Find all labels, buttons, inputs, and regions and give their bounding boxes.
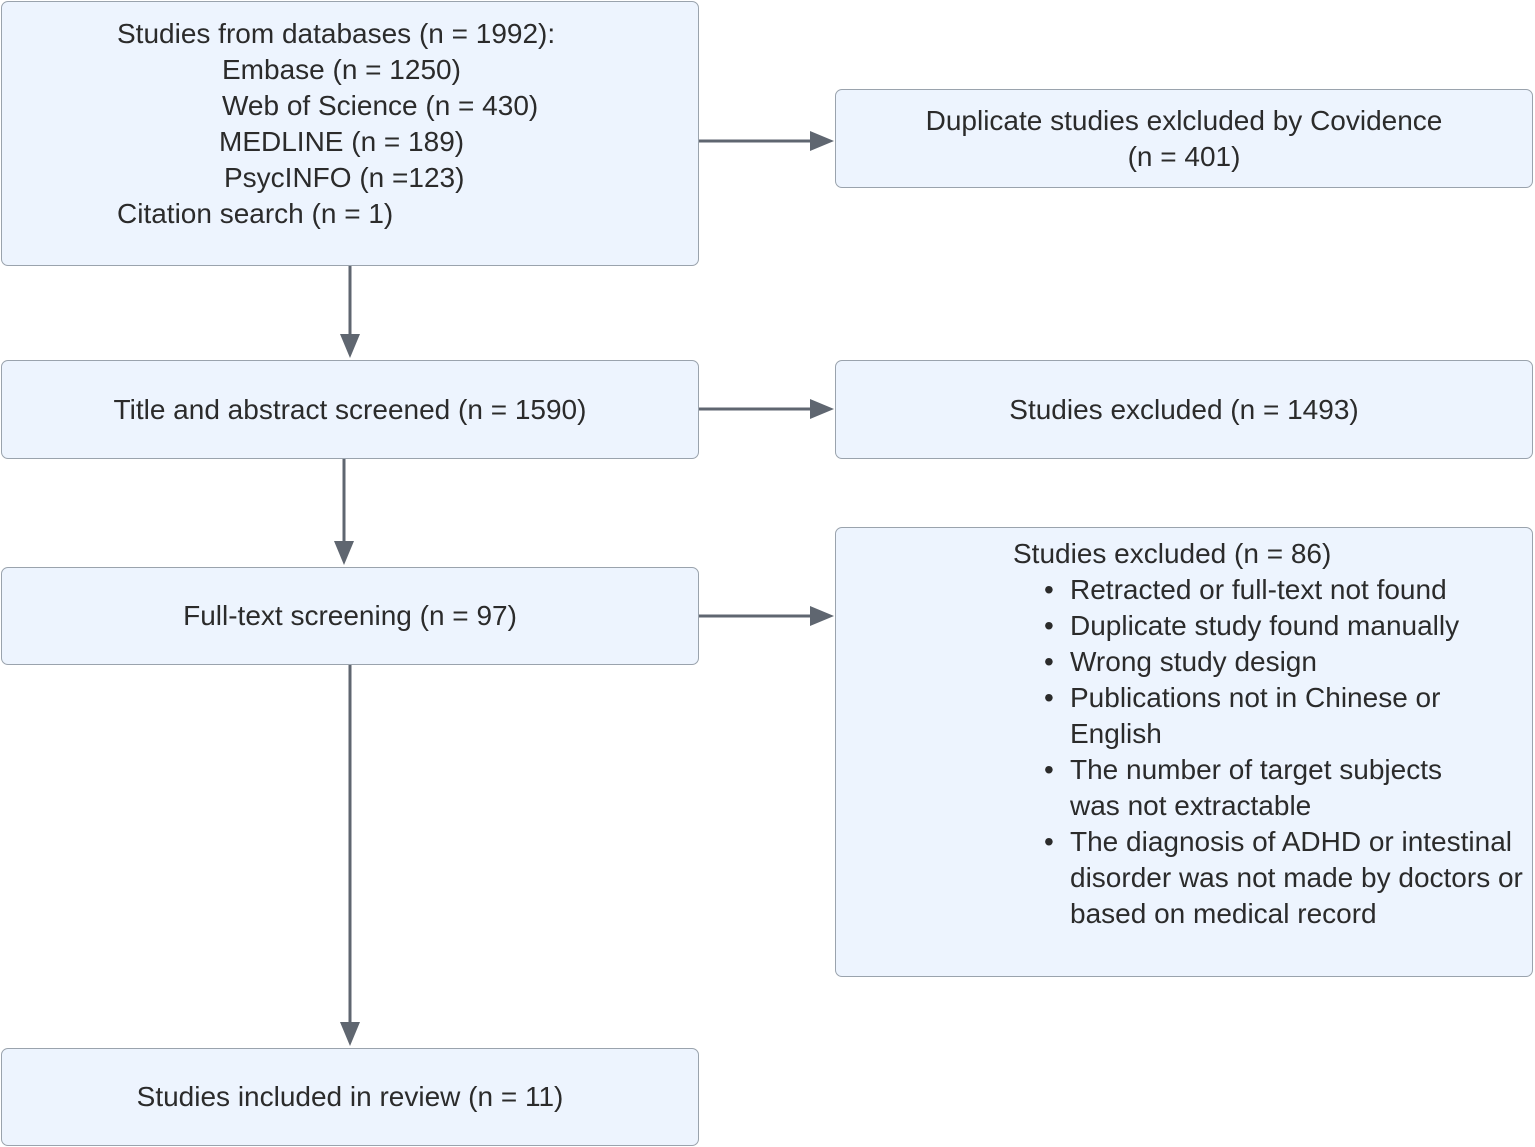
exclusion-reason-text: Duplicate study found manually xyxy=(1070,610,1460,641)
studies-excluded-fulltext-header: Studies excluded (n = 86) xyxy=(1013,538,1332,569)
exclusion-reason-text: Publications not in Chinese or English xyxy=(1070,682,1441,749)
arrow-fulltext-to-excluded xyxy=(699,606,834,626)
exclusion-reason-text: Wrong study design xyxy=(1070,646,1317,677)
database-line-web-of-science: Web of Science (n = 430) xyxy=(222,90,539,121)
duplicates-count: (n = 401) xyxy=(1127,140,1241,172)
arrow-title-abstract-to-excluded xyxy=(699,399,834,419)
database-line-embase: Embase (n = 1250) xyxy=(222,54,461,85)
arrow-fulltext-to-included xyxy=(340,665,360,1046)
studies-included-label: Studies included in review (n = 11) xyxy=(136,1081,564,1112)
arrow-databases-to-title-abstract xyxy=(340,266,360,358)
arrow-databases-to-duplicates xyxy=(699,131,834,151)
exclusion-reason-item: • The diagnosis of ADHD or intestinal di… xyxy=(1044,824,1530,932)
full-text-screening-box: Full-text screening (n = 97) xyxy=(1,567,699,665)
bullet-icon: • xyxy=(1044,682,1054,713)
bullet-icon: • xyxy=(1044,646,1054,677)
exclusion-reason-text: Retracted or full-text not found xyxy=(1070,574,1447,605)
bullet-icon: • xyxy=(1044,610,1054,641)
full-text-screening-label: Full-text screening (n = 97) xyxy=(183,600,517,631)
exclusion-reason-item: • Publications not in Chinese or English xyxy=(1044,680,1470,752)
studies-included-box: Studies included in review (n = 11) xyxy=(1,1048,699,1146)
databases-box: Studies from databases (n = 1992): Embas… xyxy=(1,1,699,266)
studies-excluded-screening-label: Studies excluded (n = 1493) xyxy=(1009,393,1359,425)
duplicates-excluded-box: Duplicate studies exlcluded by Covidence… xyxy=(835,89,1533,188)
exclusion-reason-text: The number of target subjects was not ex… xyxy=(1070,754,1442,821)
exclusion-reasons-list: • Retracted or full-text not found • Dup… xyxy=(1044,572,1523,932)
databases-title: Studies from databases (n = 1992): xyxy=(117,18,556,49)
database-line-medline: MEDLINE (n = 189) xyxy=(219,126,465,157)
exclusion-reason-text: The diagnosis of ADHD or intestinal diso… xyxy=(1070,826,1523,929)
exclusion-reason-item: • Duplicate study found manually xyxy=(1044,608,1516,644)
exclusion-reason-item: • Retracted or full-text not found xyxy=(1044,572,1516,608)
exclusion-reason-item: • The number of target subjects was not … xyxy=(1044,752,1480,824)
duplicates-label: Duplicate studies exlcluded by Covidence xyxy=(925,104,1443,136)
studies-excluded-fulltext-box: Studies excluded (n = 86) • Retracted or… xyxy=(835,527,1533,977)
bullet-icon: • xyxy=(1044,574,1054,605)
database-line-psycinfo: PsycINFO (n =123) xyxy=(224,162,465,193)
title-abstract-screened-box: Title and abstract screened (n = 1590) xyxy=(1,360,699,459)
bullet-icon: • xyxy=(1044,754,1054,785)
bullet-icon: • xyxy=(1044,826,1054,857)
title-abstract-label: Title and abstract screened (n = 1590) xyxy=(113,393,587,425)
studies-excluded-screening-box: Studies excluded (n = 1493) xyxy=(835,360,1533,459)
exclusion-reason-item: • Wrong study design xyxy=(1044,644,1516,680)
arrow-title-abstract-to-fulltext xyxy=(334,459,354,565)
database-line-citation-search: Citation search (n = 1) xyxy=(117,198,394,229)
